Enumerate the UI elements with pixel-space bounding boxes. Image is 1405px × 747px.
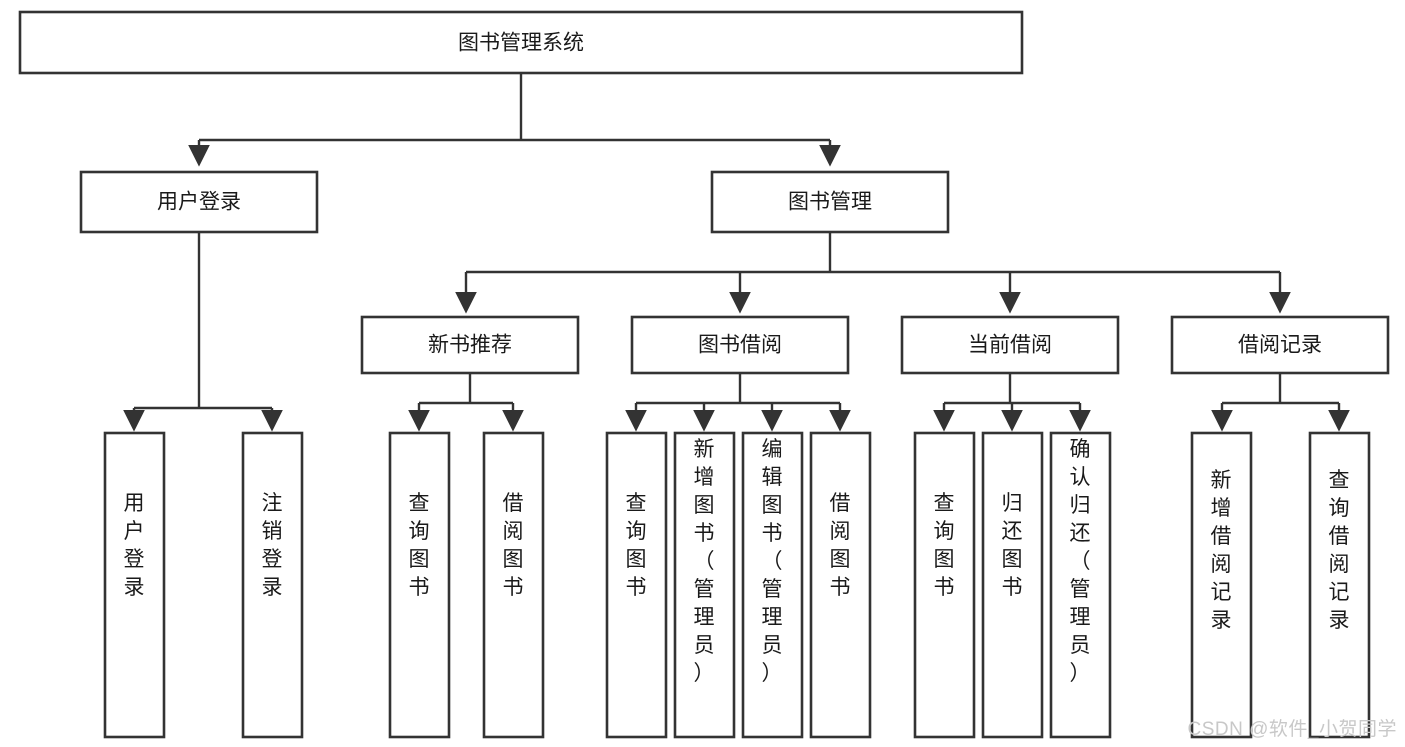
node-current-borrow-label: 当前借阅 (968, 334, 1052, 357)
leaf-query-book-3-label: 查询图书 (934, 492, 955, 599)
node-root-system[interactable]: 图书管理系统 (18, 10, 1024, 75)
node-new-book-recommend[interactable]: 新书推荐 (360, 315, 580, 375)
leaf-add-book-admin[interactable]: 新增图书（管理员） (673, 431, 736, 739)
leaf-query-book-3[interactable]: 查询图书 (913, 431, 976, 739)
connector-group-borrow-record (1211, 373, 1350, 432)
node-user-login[interactable]: 用户登录 (79, 170, 319, 234)
node-borrow-record[interactable]: 借阅记录 (1170, 315, 1390, 375)
leaf-query-book-2[interactable]: 查询图书 (605, 431, 668, 739)
leaf-add-borrow-record[interactable]: 新增借阅记录 (1190, 431, 1253, 739)
leaf-query-book-1[interactable]: 查询图书 (388, 431, 451, 739)
node-book-manage-label: 图书管理 (788, 191, 872, 214)
connector-group-book-borrow (625, 373, 851, 432)
connector-group-new-book (408, 373, 524, 432)
leaf-confirm-return-admin-label: 确认归还（管理员） (1070, 438, 1091, 685)
node-book-borrow-label: 图书借阅 (698, 334, 782, 357)
leaf-borrow-book-1-label: 借阅图书 (503, 492, 524, 599)
leaf-logout-label: 注销登录 (262, 492, 283, 599)
leaf-borrow-book-1[interactable]: 借阅图书 (482, 431, 545, 739)
leaf-user-login-label: 用户登录 (124, 492, 145, 599)
node-new-book-recommend-label: 新书推荐 (428, 334, 512, 357)
leaf-borrow-book-2-label: 借阅图书 (830, 492, 851, 599)
leaf-add-book-admin-label: 新增图书（管理员） (694, 438, 715, 685)
node-book-borrow[interactable]: 图书借阅 (630, 315, 850, 375)
leaf-query-book-1-label: 查询图书 (409, 492, 430, 599)
connector-group-current-borrow (933, 373, 1091, 432)
leaf-user-login[interactable]: 用户登录 (103, 431, 166, 739)
leaf-confirm-return-admin[interactable]: 确认归还（管理员） (1049, 431, 1112, 739)
node-root-system-label: 图书管理系统 (458, 32, 584, 55)
connector-group-user-login (123, 232, 283, 432)
leaf-borrow-book-2[interactable]: 借阅图书 (809, 431, 872, 739)
node-current-borrow[interactable]: 当前借阅 (900, 315, 1120, 375)
leaf-return-book[interactable]: 归还图书 (981, 431, 1044, 739)
node-user-login-label: 用户登录 (157, 191, 241, 214)
leaf-logout[interactable]: 注销登录 (241, 431, 304, 739)
leaf-return-book-label: 归还图书 (1002, 492, 1023, 599)
leaf-query-borrow-record[interactable]: 查询借阅记录 (1308, 431, 1371, 739)
leaf-query-borrow-record-label: 查询借阅记录 (1329, 469, 1350, 632)
node-book-manage[interactable]: 图书管理 (710, 170, 950, 234)
leaf-edit-book-admin[interactable]: 编辑图书（管理员） (741, 431, 804, 739)
connector-group-book-manage (455, 232, 1291, 314)
leaf-add-borrow-record-label: 新增借阅记录 (1211, 469, 1232, 632)
leaf-edit-book-admin-label: 编辑图书（管理员） (762, 438, 783, 685)
leaf-query-book-2-label: 查询图书 (626, 492, 647, 599)
connector-group-root (188, 73, 841, 167)
node-borrow-record-label: 借阅记录 (1238, 334, 1322, 357)
